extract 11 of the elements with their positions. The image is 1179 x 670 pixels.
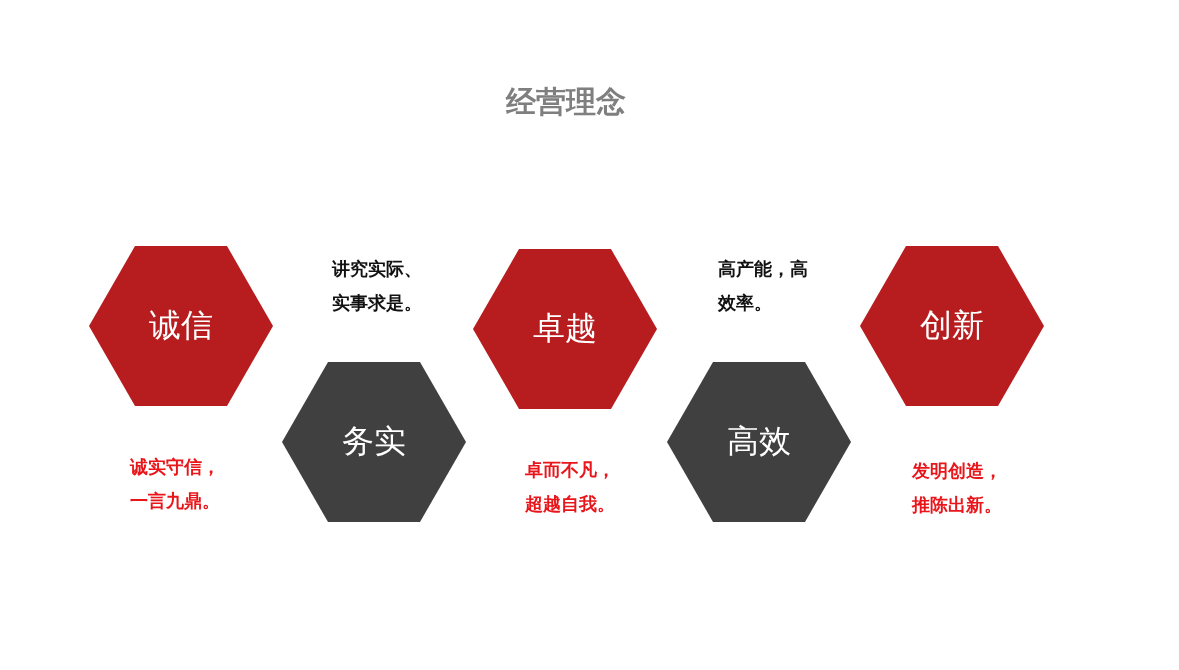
title: 经营理念 (504, 83, 627, 121)
motto-text: 高产能，高效率。 (718, 257, 809, 315)
motto-text: 卓而不凡，超越自我。 (525, 458, 616, 516)
motto-text: 讲究实际、实事求是。 (332, 257, 423, 315)
hexagon-label: 高效 (727, 421, 791, 462)
hexagon-label: 务实 (342, 421, 406, 462)
hexagon-label: 创新 (920, 305, 984, 346)
motto-text: 诚实守信，一言九鼎。 (130, 455, 221, 513)
hexagon-label: 卓越 (533, 308, 597, 349)
motto-text: 发明创造，推陈出新。 (912, 459, 1003, 517)
hexagon-label: 诚信 (149, 305, 213, 346)
